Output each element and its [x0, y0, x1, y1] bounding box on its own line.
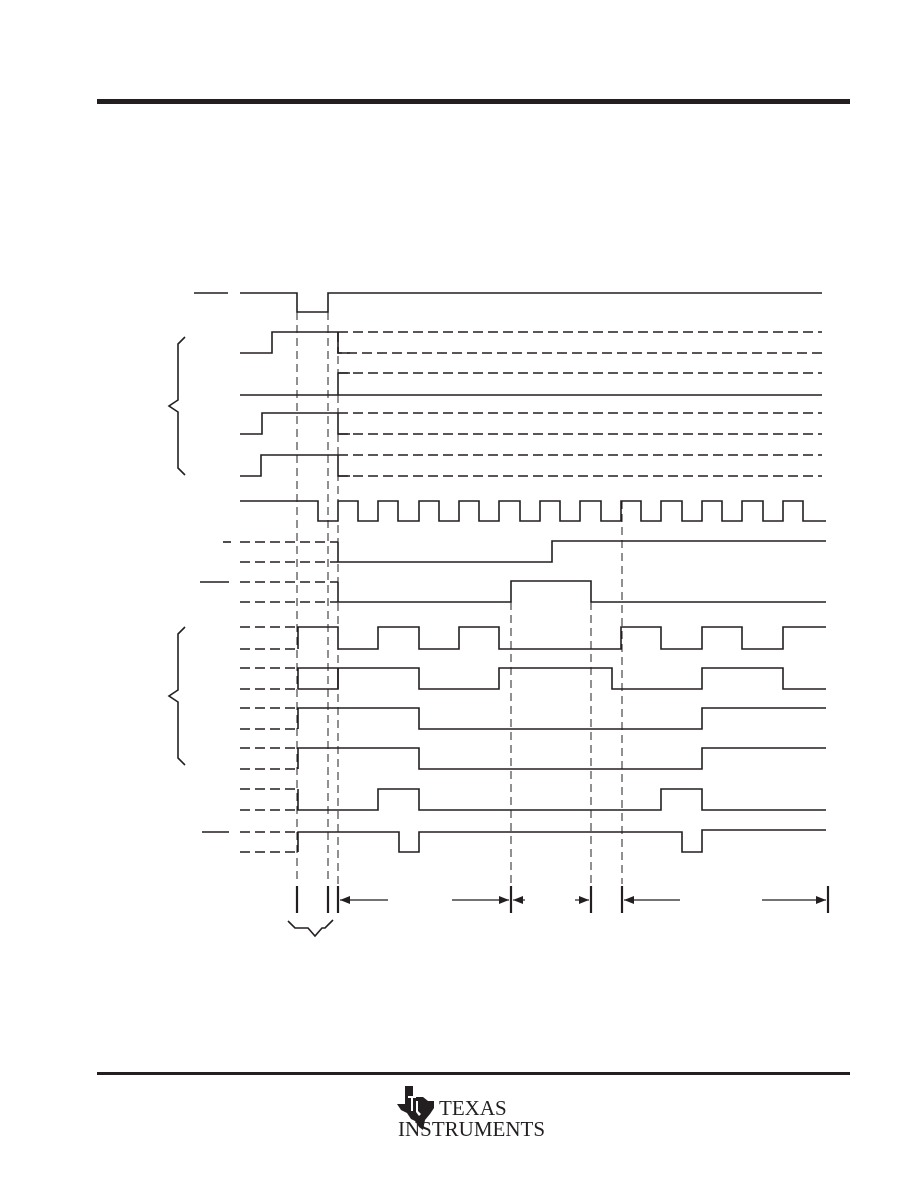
signal-q1 — [297, 667, 826, 690]
arrowhead-1 — [340, 896, 350, 904]
signal-rco — [297, 788, 826, 811]
brace-bottom-interval — [287, 919, 334, 938]
signal-d-low — [240, 454, 338, 477]
signal-a-low — [240, 331, 338, 354]
signal-q0 — [297, 626, 826, 650]
arrowhead-6 — [816, 896, 826, 904]
brace-counter-group — [167, 626, 186, 766]
signal-b-rise — [337, 372, 350, 395]
signal-q1-alt — [298, 668, 339, 690]
signal-a-fall — [337, 332, 822, 354]
logo-line-texas: TEXAS — [439, 1096, 507, 1120]
signal-q2 — [297, 707, 826, 730]
signal-rco-n — [297, 829, 826, 853]
arrowhead-4 — [579, 896, 589, 904]
arrowhead-5 — [624, 896, 634, 904]
ti-logo-text: TEXAS INSTRUMENTS — [398, 1096, 545, 1140]
arrowhead-2 — [499, 896, 509, 904]
logo-line-instruments: INSTRUMENTS — [398, 1117, 546, 1141]
brace-top-group — [167, 336, 186, 476]
signal-e — [337, 540, 826, 563]
signal-clock — [240, 500, 826, 522]
signal-a-fall-solid — [337, 332, 350, 354]
texas-state-icon — [397, 1086, 434, 1130]
header-rule — [97, 99, 850, 104]
signal-c-fall — [337, 413, 350, 435]
arrowhead-3 — [513, 896, 523, 904]
signal-pulse — [240, 292, 822, 313]
signal-c-low — [240, 412, 338, 435]
signal-f — [337, 580, 826, 603]
signal-q3 — [297, 747, 826, 770]
signal-d-fall — [337, 455, 350, 477]
footer-rule — [97, 1072, 850, 1075]
